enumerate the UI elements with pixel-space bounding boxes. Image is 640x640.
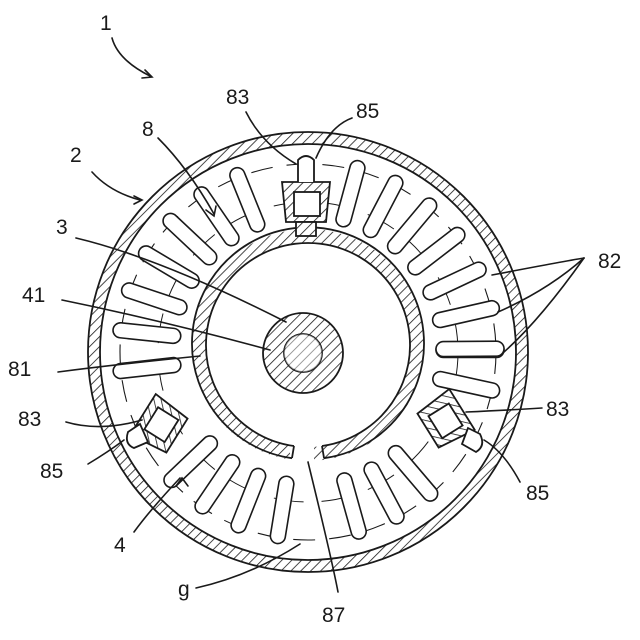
label-plate: 81	[8, 358, 31, 381]
label-gap-lower: 87	[322, 604, 345, 627]
fin	[436, 341, 504, 356]
label-gap-g: g	[178, 578, 190, 601]
label-block-right: 83	[546, 398, 569, 421]
label-assembly: 1	[100, 12, 112, 35]
label-fins: 82	[598, 250, 621, 273]
label-insert-left: 85	[40, 460, 63, 483]
label-shaft: 3	[56, 216, 68, 239]
label-insert-right: 85	[526, 482, 549, 505]
label-shaft-core: 41	[22, 284, 45, 307]
label-insert-top: 85	[356, 100, 379, 123]
label-block-left: 83	[18, 408, 41, 431]
label-hub-body: 4	[114, 534, 126, 557]
shaft	[263, 313, 343, 393]
label-housing: 2	[70, 144, 82, 167]
label-block-top: 83	[226, 86, 249, 109]
label-channel: 8	[142, 118, 154, 141]
